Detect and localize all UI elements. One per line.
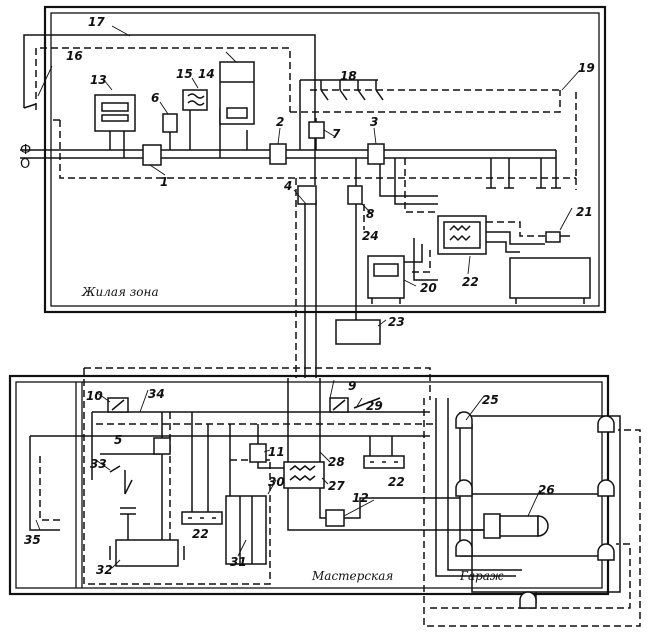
label-24: 24 xyxy=(362,229,379,243)
living-zone-walls xyxy=(43,5,607,314)
label-28: 28 xyxy=(328,455,345,469)
device-15 xyxy=(182,89,208,111)
label-13: 13 xyxy=(90,73,107,87)
label-4: 4 xyxy=(283,179,292,193)
label-23: 23 xyxy=(388,315,405,329)
label-22-right: 22 xyxy=(388,475,405,489)
label-9: 9 xyxy=(348,379,356,393)
phase-label: Ф xyxy=(20,143,31,158)
switch-1 xyxy=(142,144,162,166)
label-7: 7 xyxy=(332,127,341,141)
device-6 xyxy=(162,113,178,133)
workshop-label: Мастерская xyxy=(311,569,393,583)
label-22-workshop: 22 xyxy=(192,527,209,541)
lamp-right-c xyxy=(597,543,615,561)
workshop-wiring xyxy=(29,367,641,627)
motor-26 xyxy=(499,515,539,537)
label-32: 32 xyxy=(96,563,113,577)
motor-26-flange xyxy=(483,513,501,539)
label-12: 12 xyxy=(352,491,369,505)
lamp-25-a xyxy=(455,411,473,429)
label-20: 20 xyxy=(420,281,437,295)
living-zone-devices xyxy=(94,61,591,345)
label-19: 19 xyxy=(578,61,595,75)
leader-lines xyxy=(35,25,581,569)
label-14: 14 xyxy=(198,67,215,81)
label-5: 5 xyxy=(114,433,122,447)
label-3: 3 xyxy=(370,115,378,129)
device-12 xyxy=(325,509,345,527)
neutral-label: О xyxy=(20,157,30,172)
device-8 xyxy=(347,185,363,205)
distribution-box-2 xyxy=(269,143,287,165)
lamp-bottom xyxy=(519,591,537,609)
label-15: 15 xyxy=(176,67,193,81)
bath-21 xyxy=(509,257,591,299)
label-22-living: 22 xyxy=(462,275,479,289)
label-10: 10 xyxy=(86,389,103,403)
lamp-right-b xyxy=(597,479,615,497)
label-2: 2 xyxy=(276,115,284,129)
cabinet-31 xyxy=(225,495,267,565)
supply-labels: Ф О xyxy=(20,143,31,172)
label-8: 8 xyxy=(366,207,374,221)
label-18: 18 xyxy=(340,69,357,83)
label-33: 33 xyxy=(90,457,107,471)
label-25: 25 xyxy=(482,393,499,407)
label-11: 11 xyxy=(268,445,285,459)
garage-label: Гараж xyxy=(459,569,504,583)
lamp-25-c xyxy=(455,539,473,557)
living-zone-label: Жилая зона xyxy=(81,285,159,299)
device-11 xyxy=(249,443,267,463)
label-21: 21 xyxy=(576,205,593,219)
living-zone-wiring xyxy=(20,34,577,378)
label-26: 26 xyxy=(538,483,555,497)
label-35: 35 xyxy=(24,533,41,547)
label-6: 6 xyxy=(151,91,159,105)
motor-32 xyxy=(115,539,179,567)
label-27: 27 xyxy=(328,479,345,493)
label-1: 1 xyxy=(160,175,168,189)
electric-meter-13 xyxy=(94,94,136,132)
lamp-25-b xyxy=(455,479,473,497)
label-16: 16 xyxy=(66,49,83,63)
zone-labels: Жилая зона Мастерская Гараж xyxy=(81,285,504,583)
lamp-right-a xyxy=(597,415,615,433)
workshop-devices xyxy=(107,397,615,609)
device-7 xyxy=(308,121,325,139)
distribution-box-4 xyxy=(297,185,317,205)
distribution-box-3 xyxy=(367,143,385,165)
label-17: 17 xyxy=(88,15,105,29)
label-31: 31 xyxy=(230,555,247,569)
device-5 xyxy=(153,437,171,455)
stove-20 xyxy=(367,255,405,299)
label-30: 30 xyxy=(268,475,285,489)
callout-numbers: 1 2 3 4 5 6 7 8 9 10 11 12 13 14 15 16 1… xyxy=(24,15,595,577)
label-29: 29 xyxy=(366,399,383,413)
label-34: 34 xyxy=(148,387,165,401)
device-23 xyxy=(335,319,381,345)
